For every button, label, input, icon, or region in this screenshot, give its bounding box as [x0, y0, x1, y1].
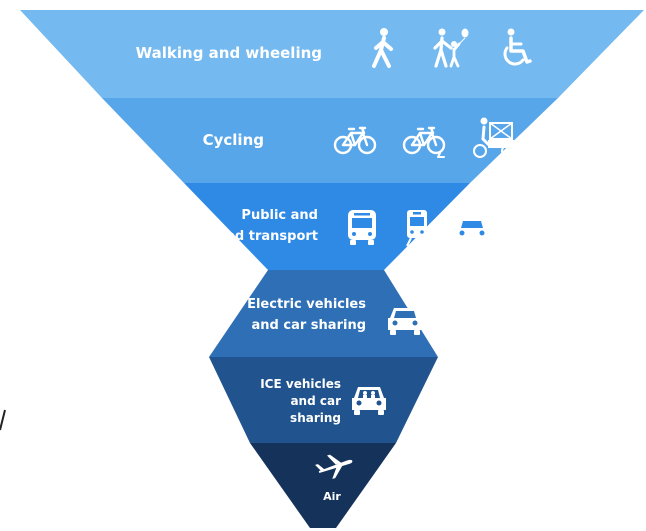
- tier-label-public-line1: Public and: [241, 208, 318, 223]
- tier-label-cycling: Cycling: [203, 131, 264, 149]
- tier-band-public: [184, 183, 470, 270]
- person-walking-icon: [372, 28, 393, 68]
- tier-label-ice-line1: ICE vehicles: [260, 377, 341, 391]
- electric-car-icon: [388, 290, 422, 335]
- taxi-icon: [455, 211, 489, 245]
- edge-mark: [0, 409, 6, 431]
- electric-bicycle-icon: [402, 126, 446, 158]
- bus-icon: [348, 210, 376, 245]
- adult-child-balloon-icon: [433, 28, 469, 68]
- tier-label-air: Air: [323, 490, 341, 503]
- tier-band-electric: [209, 270, 438, 357]
- tier-band-ice: [209, 357, 438, 443]
- wheelchair-icon: [503, 28, 532, 66]
- tram-icon: [406, 210, 428, 247]
- tier-label-walking: Walking and wheeling: [136, 44, 322, 62]
- airplane-icon: [315, 454, 353, 479]
- tier-label-electric-line1: Electric vehicles: [247, 297, 366, 312]
- tier-label-ice-line2: and car: [290, 394, 341, 408]
- tier-label-public-line2: shared transport: [194, 229, 318, 244]
- bicycle-icon: [333, 126, 377, 155]
- tier-band-cycling: [102, 98, 558, 183]
- tier-band-walking: [20, 10, 644, 98]
- tier-label-electric-line2: and car sharing: [252, 318, 366, 333]
- car-with-passengers-icon: [352, 387, 386, 415]
- tier-label-ice-line3: sharing: [290, 411, 341, 425]
- tier-band-air: [250, 443, 396, 528]
- cargo-bike-icon: [473, 117, 515, 158]
